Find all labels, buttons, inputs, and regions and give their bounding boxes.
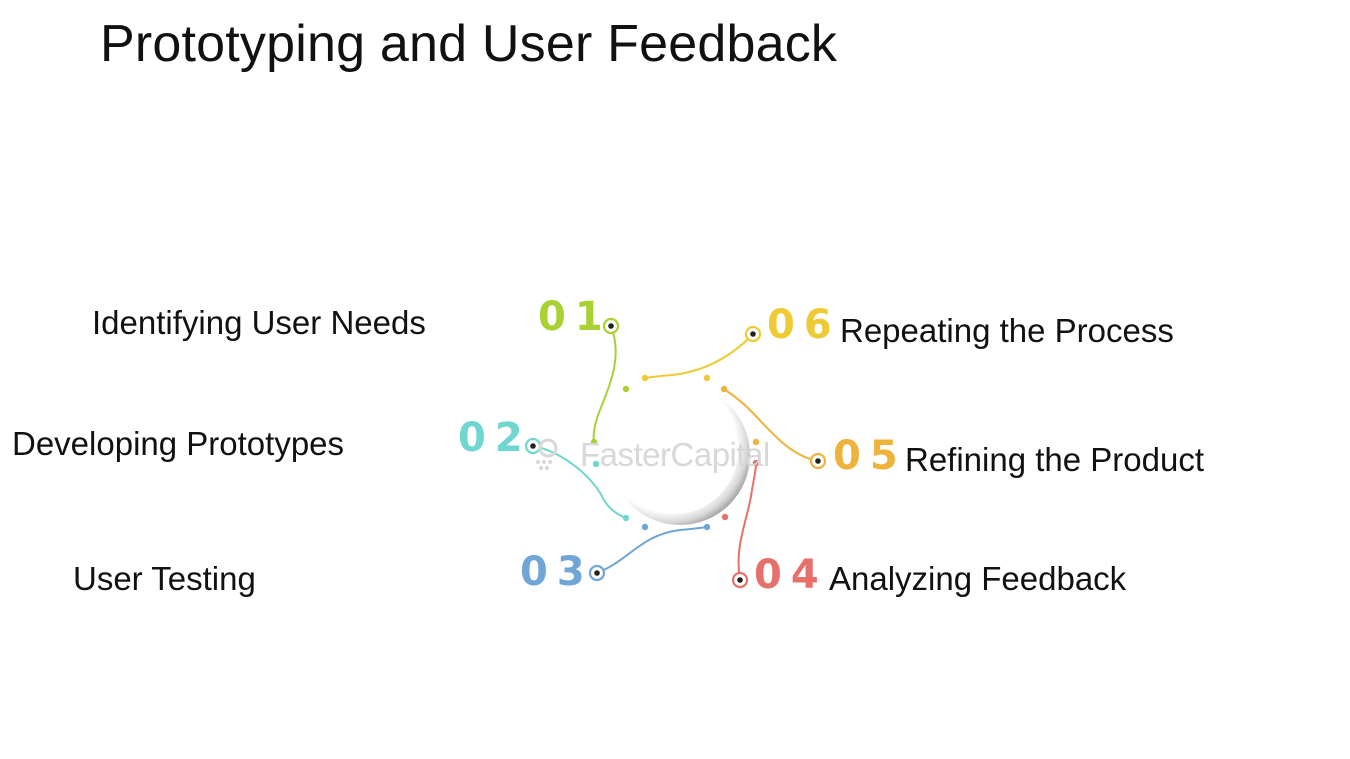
step-label-06: Repeating the Process xyxy=(840,312,1174,349)
watermark-text: FasterCapital xyxy=(580,436,770,473)
center-circle xyxy=(610,386,738,514)
connector-05 xyxy=(720,385,827,470)
connector-03 xyxy=(588,523,711,582)
step-label-04: Analyzing Feedback xyxy=(829,560,1127,597)
step-label-03: User Testing xyxy=(73,560,256,597)
connector-02 xyxy=(524,437,630,522)
step-number-04: 04 xyxy=(754,552,828,598)
step-number-03: 03 xyxy=(520,549,594,595)
connector-06 xyxy=(641,325,762,382)
step-number-06: 06 xyxy=(767,302,841,348)
page-title: Prototyping and User Feedback xyxy=(100,15,838,73)
connector-01 xyxy=(590,317,630,446)
step-number-05: 05 xyxy=(833,433,907,479)
step-label-01: Identifying User Needs xyxy=(92,304,426,341)
step-number-01: 01 xyxy=(538,294,612,340)
step-label-02: Developing Prototypes xyxy=(12,425,345,462)
connector-04 xyxy=(721,459,760,589)
watermark-icon xyxy=(536,438,558,470)
step-number-02: 02 xyxy=(458,415,532,461)
step-label-05: Refining the Product xyxy=(905,441,1205,478)
